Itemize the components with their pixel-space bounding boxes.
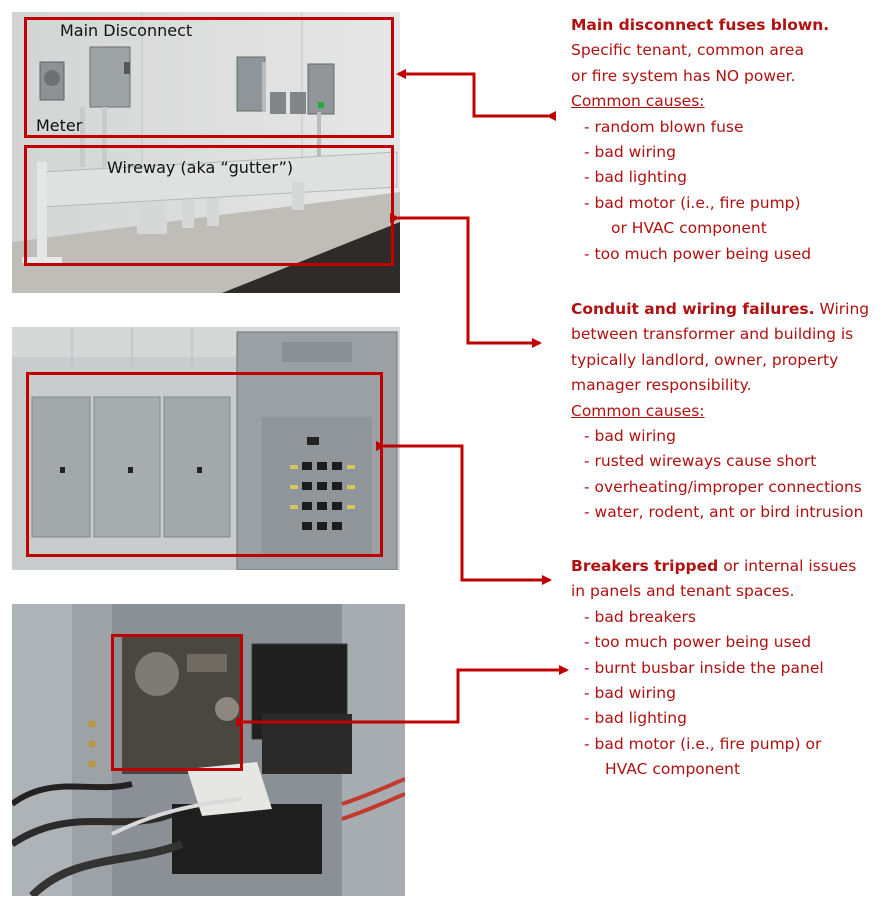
section-conduit-wiring: Conduit and wiring failures. Wiring betw…: [571, 297, 869, 526]
label-meter: Meter: [36, 116, 83, 135]
photo-main-disconnect-wireway: [12, 12, 400, 293]
section-2-common-causes: Common causes:: [571, 401, 705, 420]
arrow-wireway: [390, 213, 542, 348]
arrow-main-disconnect: [396, 69, 556, 121]
cause-item: - overheating/improper connections: [584, 477, 862, 496]
cause-item: - bad wiring: [584, 427, 676, 446]
section-1-common-causes: Common causes:: [571, 92, 705, 111]
label-main-disconnect: Main Disconnect: [60, 21, 193, 40]
cause-item: - bad lighting: [584, 709, 687, 728]
cause-item: - bad motor (i.e., fire pump): [584, 193, 801, 212]
cause-item: - bad motor (i.e., fire pump) or: [584, 734, 822, 753]
section-3-heading-line: Breakers tripped or internal issues: [571, 554, 856, 579]
cause-item-continuation: HVAC component: [605, 760, 741, 779]
cause-item: - bad wiring: [584, 684, 676, 703]
cause-item: - bad wiring: [584, 143, 676, 162]
label-wireway: Wireway (aka “gutter”): [107, 158, 294, 177]
section-1-heading: Main disconnect fuses blown.: [571, 16, 830, 34]
arrow-busbar: [236, 665, 569, 727]
section-2-heading-rest: Wiring: [814, 300, 870, 318]
cause-item: - too much power being used: [584, 244, 812, 263]
section-2-line: between transformer and building is: [571, 325, 854, 344]
section-3-line: in panels and tenant spaces.: [571, 582, 795, 601]
photo-burnt-busbar: [12, 604, 405, 896]
cause-item: - rusted wireways cause short: [584, 452, 817, 471]
highlight-wireway: [24, 145, 394, 266]
section-2-line: typically landlord, owner, property: [571, 350, 839, 369]
section-3-heading-rest: or internal issues: [718, 557, 857, 575]
highlight-main-disconnect: [24, 17, 394, 138]
cause-item: - water, rodent, ant or bird intrusion: [584, 503, 864, 522]
cause-item: - too much power being used: [584, 633, 812, 652]
section-main-disconnect: Main disconnect fuses blown. Specific te…: [571, 13, 829, 267]
section-2-heading: Conduit and wiring failures.: [571, 300, 815, 318]
section-2-heading-line: Conduit and wiring failures. Wiring: [571, 297, 869, 322]
cause-item: - burnt busbar inside the panel: [584, 658, 824, 677]
photo-distribution-panels: [12, 327, 400, 570]
cause-item: - bad lighting: [584, 168, 687, 187]
cause-item: - random blown fuse: [584, 117, 744, 136]
arrow-panels: [376, 441, 552, 585]
cause-item-continuation: or HVAC component: [611, 219, 767, 238]
section-1-line: or fire system has NO power.: [571, 66, 796, 85]
section-1-line: Specific tenant, common area: [571, 41, 804, 60]
section-3-heading: Breakers tripped: [571, 557, 719, 575]
section-2-line: manager responsibility.: [571, 376, 752, 395]
section-breakers: Breakers tripped or internal issues in p…: [571, 554, 856, 783]
cause-item: - bad breakers: [584, 607, 696, 626]
